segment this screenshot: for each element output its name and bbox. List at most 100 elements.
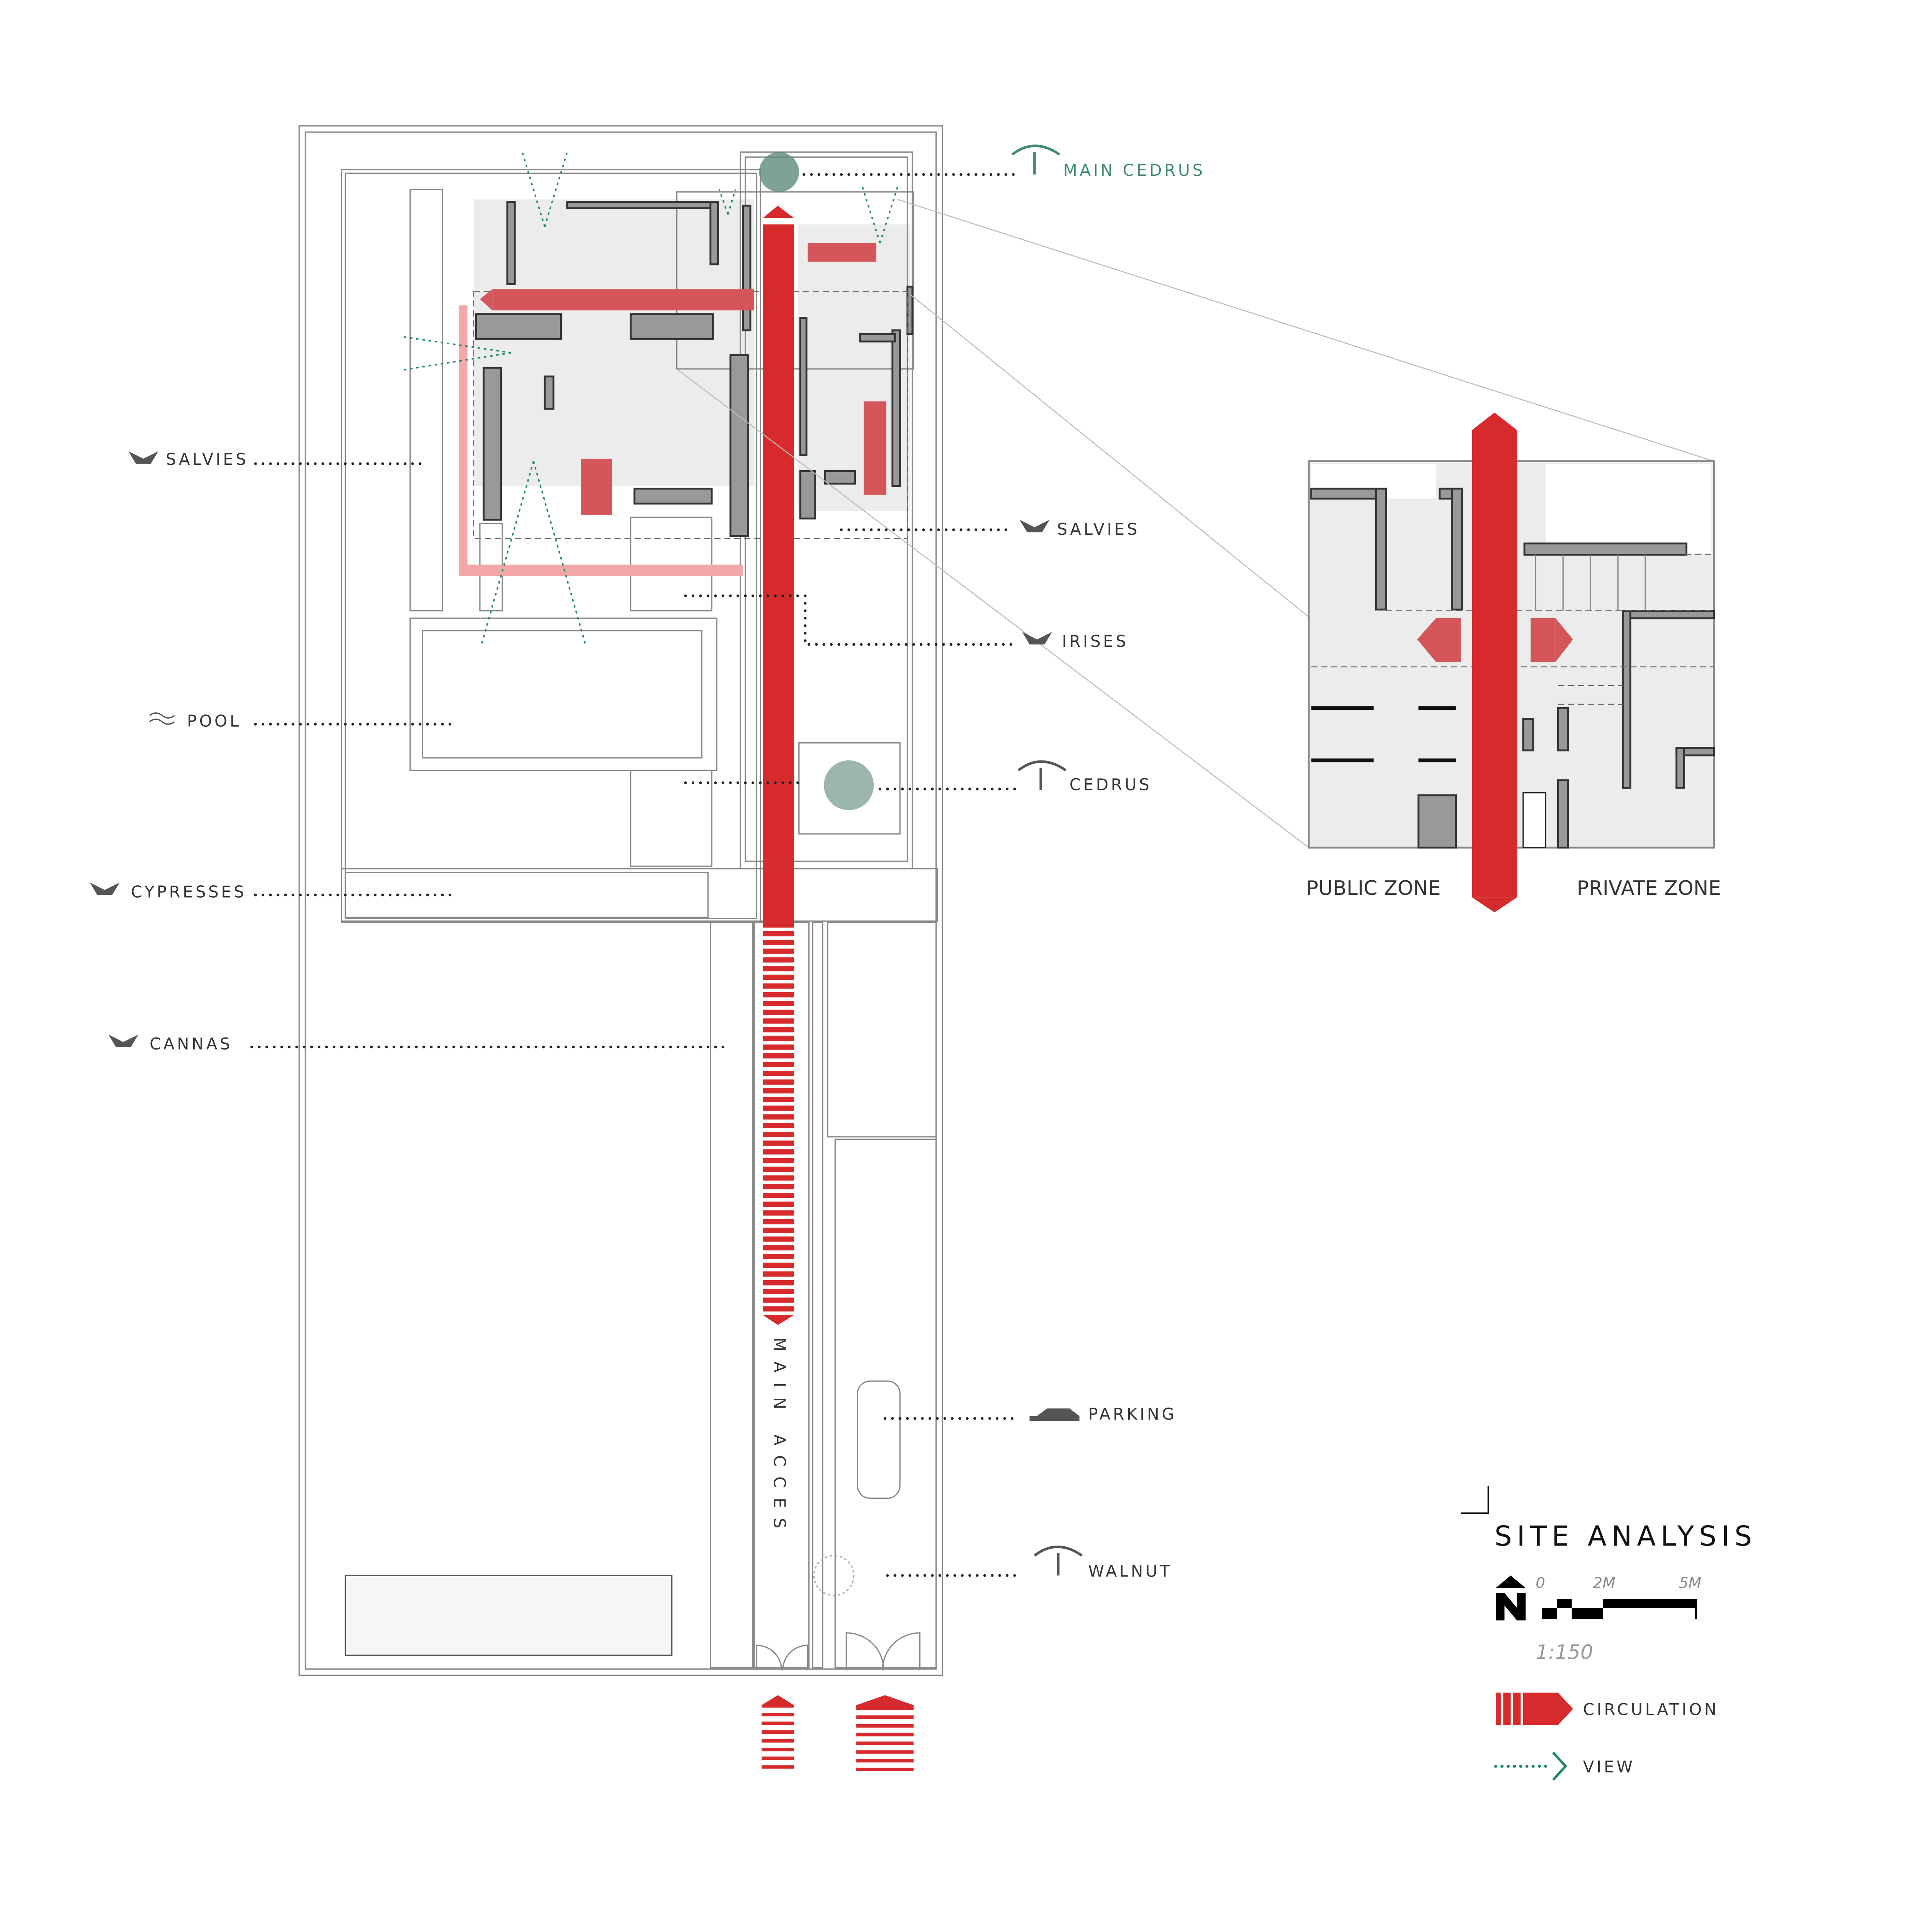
circulation-stripe: [761, 1751, 794, 1757]
circulation-stripe: [761, 1725, 794, 1731]
scale-bar: [1542, 1599, 1697, 1619]
circulation-stripe: [856, 1719, 914, 1724]
circulation-legend-label: CIRCULATION: [1583, 1700, 1719, 1719]
circulation-stripe: [763, 1184, 794, 1190]
circulation-stripe: [763, 1219, 794, 1225]
circulation-stripe: [763, 1062, 794, 1067]
gate-icon: [845, 1632, 921, 1670]
cedrus-tree-icon: [1017, 760, 1066, 791]
circulation-stripe: [763, 1262, 794, 1268]
north-arrow-icon: [1495, 1575, 1526, 1621]
circulation-stripe: [763, 966, 794, 971]
circulation-stripe: [763, 1167, 794, 1172]
circulation-stripe: [763, 1193, 794, 1198]
house-floor: [473, 199, 754, 486]
label-main-cedrus: MAIN CEDRUS: [1063, 161, 1205, 180]
scale-ratio: 1:150: [1536, 1641, 1593, 1664]
circulation-stripe: [856, 1762, 914, 1768]
label-irises: IRISES: [1062, 632, 1128, 651]
circulation-stripe: [763, 1149, 794, 1155]
pool: [409, 617, 718, 771]
main-circulation-bar: [763, 224, 794, 923]
circulation-stripe: [763, 1201, 794, 1207]
label-salvies-left: SALVIES: [166, 450, 248, 469]
main-acces-path: [753, 922, 810, 1668]
view-arrows: [401, 151, 898, 646]
circulation-stripe: [763, 1298, 794, 1303]
circulation-stripe: [763, 1123, 794, 1128]
view-legend-label: VIEW: [1583, 1757, 1635, 1776]
house-circulation-bar: [492, 289, 754, 311]
circulation-stripe: [763, 1105, 794, 1111]
scale-tick-0: 0: [1536, 1575, 1545, 1592]
view-legend-icon: [1494, 1752, 1567, 1781]
circulation-stripe: [761, 1708, 794, 1713]
car-icon: [1029, 1408, 1080, 1421]
detail-leaders: [676, 199, 1714, 848]
label-cannas: CANNAS: [150, 1034, 233, 1053]
circulation-stripe: [763, 922, 794, 928]
private-zone-label: PRIVATE ZONE: [1577, 877, 1721, 900]
circulation-stripe: [856, 1736, 914, 1742]
circulation-stripe: [856, 1753, 914, 1759]
circulation-stripe: [761, 1734, 794, 1739]
circulation-stripe: [856, 1710, 914, 1716]
cedrus-tree-icon: [824, 760, 874, 810]
circulation-stripe: [856, 1727, 914, 1733]
parking-entrance-arrow: [856, 1695, 914, 1773]
circulation-stripe: [763, 975, 794, 980]
circulation-stripe: [763, 948, 794, 954]
cannas-icon: [108, 1034, 139, 1047]
circulation-stripe: [763, 1280, 794, 1286]
circulation-stripe: [763, 1044, 794, 1050]
circulation-paths: [459, 206, 914, 1777]
circulation-stripe: [763, 940, 794, 945]
pool-waves-icon: [149, 712, 175, 725]
circulation-stripe: [763, 1009, 794, 1015]
label-walnut: WALNUT: [1088, 1562, 1172, 1581]
cannas-bed: [344, 1575, 673, 1656]
walnut-tree-icon: [1034, 1546, 1083, 1576]
scale-tick-2m: 2M: [1593, 1575, 1616, 1592]
gate-icon: [756, 1645, 808, 1670]
circulation-stripe: [763, 1070, 794, 1076]
circulation-stripe: [763, 1306, 794, 1312]
circulation-stripe: [856, 1771, 914, 1777]
label-cypresses: CYPRESSES: [131, 883, 247, 901]
legend: SITE ANALYSIS 0 2M 5M 1:150 CIRCULATION …: [1461, 1486, 1757, 1781]
label-parking: PARKING: [1088, 1405, 1177, 1423]
circulation-stripe: [761, 1742, 794, 1748]
scale-tick-5m: 5M: [1679, 1575, 1701, 1592]
cypresses-icon: [90, 882, 120, 895]
cypresses-strip: [341, 868, 938, 922]
circulation-stripe: [763, 1114, 794, 1120]
salvies-icon: [128, 451, 158, 464]
circulation-stripe: [763, 992, 794, 998]
circulation-stripe: [856, 1745, 914, 1750]
public-zone-label: PUBLIC ZONE: [1306, 877, 1441, 900]
legend-title: SITE ANALYSIS: [1495, 1520, 1757, 1552]
site-plan: [298, 125, 943, 1676]
circulation-stripe: [763, 1271, 794, 1277]
circulation-stripe: [763, 1245, 794, 1251]
circulation-stripe: [763, 1140, 794, 1146]
circulation-stripe: [763, 957, 794, 963]
circulation-stripe: [763, 1254, 794, 1259]
plant-icons: [90, 145, 1083, 1576]
cedrus-tree-icon: [1011, 145, 1060, 175]
detail-circulation-bar: [1472, 430, 1517, 898]
circulation-stripe: [763, 931, 794, 937]
detail-inset: PUBLIC ZONE PRIVATE ZONE: [1306, 412, 1721, 913]
salvies-bed: [409, 189, 443, 612]
circulation-stripe: [763, 1158, 794, 1163]
circulation-stripe: [763, 1079, 794, 1085]
circulation-stripe: [763, 1236, 794, 1242]
circulation-stripe: [763, 1097, 794, 1102]
irises-icon: [1022, 632, 1052, 645]
circulation-stripe: [763, 1053, 794, 1059]
label-main-acces: MAIN ACCES: [770, 1337, 789, 1538]
salvies-icon: [1019, 520, 1050, 532]
circulation-stripe: [763, 1210, 794, 1216]
car-icon: [857, 1380, 901, 1499]
